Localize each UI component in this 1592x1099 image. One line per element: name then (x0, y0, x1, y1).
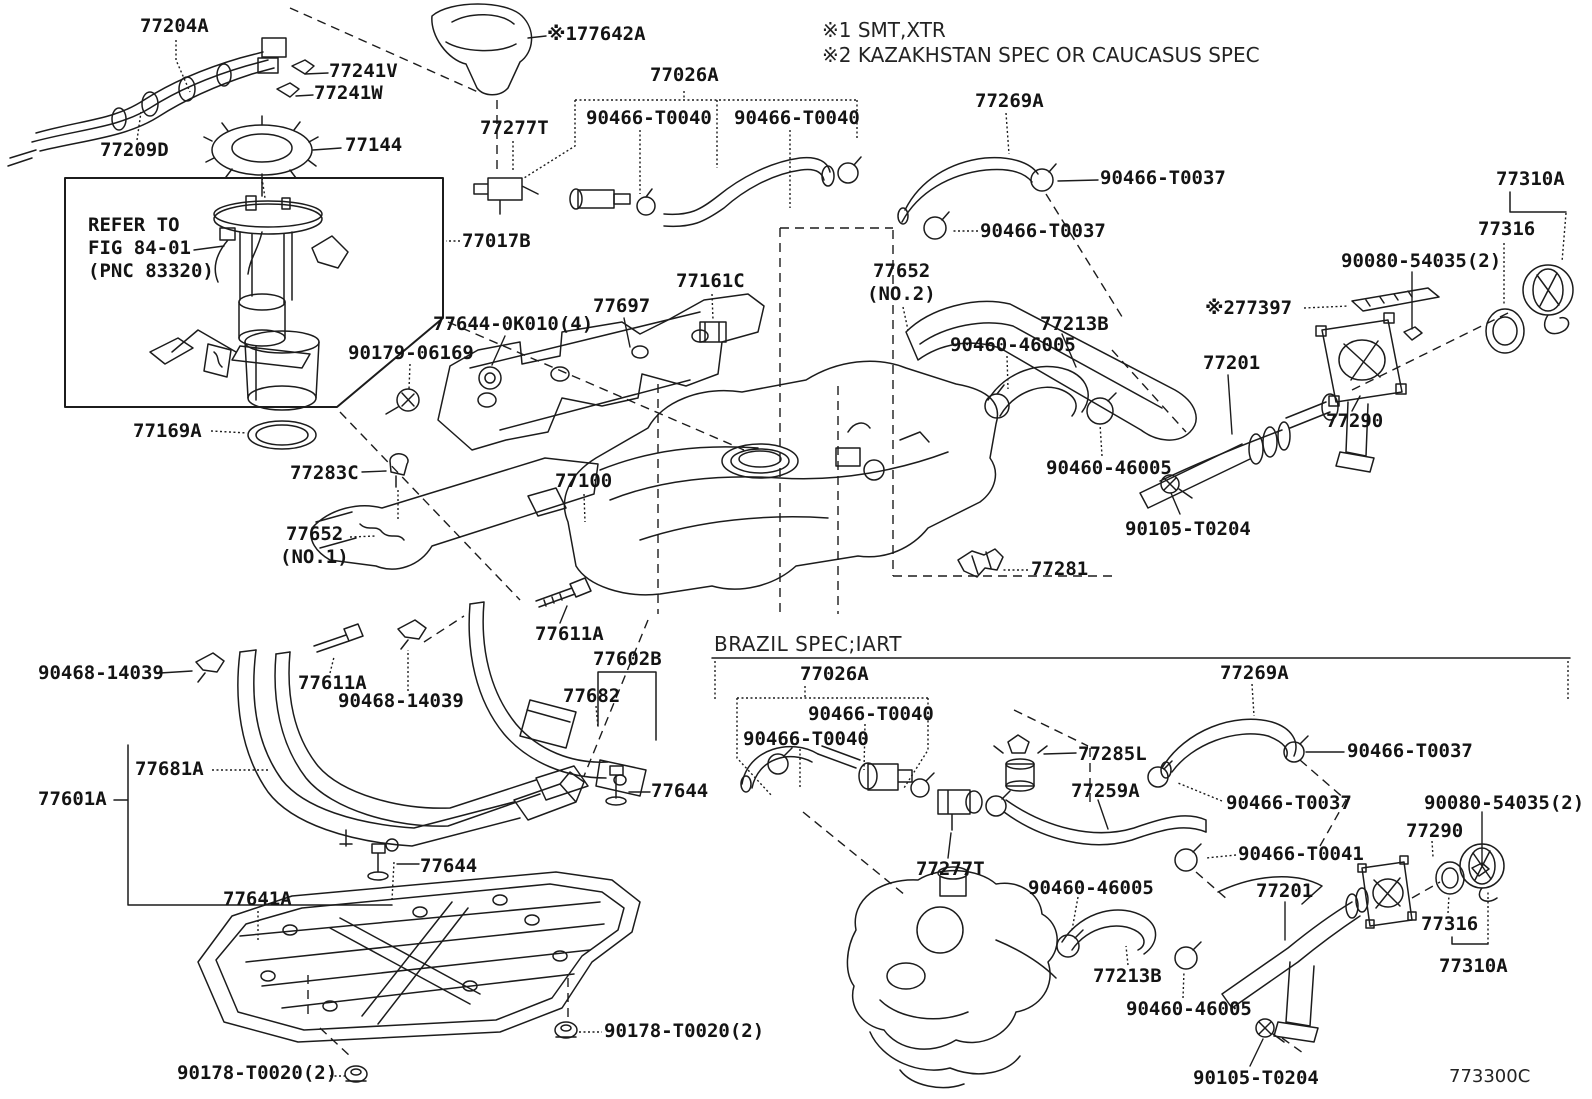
part-label-90466t0040[interactable]: 90466-T0040 (743, 728, 869, 750)
inset-reference-note: REFER TO FIG 84-01 (PNC 83320) (88, 214, 214, 282)
part-label-77259a[interactable]: 77259A (1071, 780, 1140, 802)
part-label-90178t00202[interactable]: 90178-T0020(2) (177, 1062, 338, 1084)
part-label-77697[interactable]: 77697 (593, 295, 651, 317)
part-label-77277t[interactable]: 77277T (916, 858, 985, 880)
part-label-9046814039[interactable]: 90468-14039 (38, 662, 164, 684)
part-label-77602b[interactable]: 77602B (593, 648, 662, 670)
brazil-spec-section-title: BRAZIL SPEC;IART (714, 632, 902, 656)
part-label-77290[interactable]: 77290 (1406, 820, 1464, 842)
part-label-90466t0041[interactable]: 90466-T0041 (1238, 843, 1364, 865)
part-label-90105t0204[interactable]: 90105-T0204 (1125, 518, 1251, 540)
part-label-77241v[interactable]: 77241V (329, 60, 398, 82)
part-label-suffix-no1: (NO.1) (280, 546, 349, 568)
part-label-9046046005[interactable]: 90460-46005 (1126, 998, 1252, 1020)
part-label-90466t0040[interactable]: 90466-T0040 (808, 703, 934, 725)
note-smt-xtr: ※1 SMT,XTR (822, 18, 946, 42)
part-label-9046814039[interactable]: 90468-14039 (338, 690, 464, 712)
part-label-77269a[interactable]: 77269A (975, 90, 1044, 112)
part-label-77017b[interactable]: 77017B (462, 230, 531, 252)
part-label-77316[interactable]: 77316 (1478, 218, 1536, 240)
figure-code: 773300C (1449, 1066, 1531, 1087)
part-label-77161c[interactable]: 77161C (676, 270, 745, 292)
part-label-77641a[interactable]: 77641A (223, 888, 292, 910)
part-label-77201[interactable]: 77201 (1203, 352, 1261, 374)
part-label-77209d[interactable]: 77209D (100, 139, 169, 161)
part-label-776440k0104[interactable]: 77644-0K010(4) (433, 313, 594, 335)
part-label-90466t0037[interactable]: 90466-T0037 (1100, 167, 1226, 189)
part-label-77100[interactable]: 77100 (555, 470, 613, 492)
part-label-90080540352[interactable]: 90080-54035(2) (1341, 250, 1502, 272)
part-label-277397[interactable]: ※277397 (1205, 297, 1293, 319)
part-label-90466t0037[interactable]: 90466-T0037 (1347, 740, 1473, 762)
part-label-90178t00202[interactable]: 90178-T0020(2) (604, 1020, 765, 1042)
part-label-9017906169[interactable]: 90179-06169 (348, 342, 474, 364)
note-kazakhstan-spec: ※2 KAZAKHSTAN SPEC OR CAUCASUS SPEC (822, 43, 1260, 67)
part-label-77241w[interactable]: 77241W (314, 82, 383, 104)
part-label-177642a[interactable]: ※177642A (547, 23, 646, 45)
part-label-90080540352[interactable]: 90080-54035(2) (1424, 792, 1585, 814)
part-label-77281[interactable]: 77281 (1031, 558, 1089, 580)
part-label-77169a[interactable]: 77169A (133, 420, 202, 442)
part-label-77652[interactable]: 77652 (286, 523, 344, 545)
part-label-77316[interactable]: 77316 (1421, 913, 1479, 935)
part-label-77290[interactable]: 77290 (1326, 410, 1384, 432)
part-label-77269a[interactable]: 77269A (1220, 662, 1289, 684)
part-label-77285l[interactable]: 77285L (1078, 743, 1147, 765)
part-label-77310a[interactable]: 77310A (1439, 955, 1508, 977)
part-label-77652[interactable]: 77652 (873, 260, 931, 282)
part-label-9046046005[interactable]: 90460-46005 (950, 334, 1076, 356)
part-label-77681a[interactable]: 77681A (135, 758, 204, 780)
part-label-77201[interactable]: 77201 (1256, 880, 1314, 902)
part-label-77310a[interactable]: 77310A (1496, 168, 1565, 190)
part-label-77644[interactable]: 77644 (651, 780, 709, 802)
part-label-90105t0204[interactable]: 90105-T0204 (1193, 1067, 1319, 1089)
part-label-77026a[interactable]: 77026A (650, 64, 719, 86)
part-label-90466t0040[interactable]: 90466-T0040 (734, 107, 860, 129)
part-label-77026a[interactable]: 77026A (800, 663, 869, 685)
part-label-77213b[interactable]: 77213B (1093, 965, 1162, 987)
part-label-77283c[interactable]: 77283C (290, 462, 359, 484)
part-label-77601a[interactable]: 77601A (38, 788, 107, 810)
part-label-90466t0037[interactable]: 90466-T0037 (1226, 792, 1352, 814)
part-label-9046046005[interactable]: 90460-46005 (1046, 457, 1172, 479)
part-label-77213b[interactable]: 77213B (1040, 313, 1109, 335)
part-label-9046046005[interactable]: 90460-46005 (1028, 877, 1154, 899)
part-label-77204a[interactable]: 77204A (140, 15, 209, 37)
part-label-77682[interactable]: 77682 (563, 685, 621, 707)
part-label-77144[interactable]: 77144 (345, 134, 403, 156)
part-label-77611a[interactable]: 77611A (535, 623, 604, 645)
part-label-77611a[interactable]: 77611A (298, 672, 367, 694)
part-label-90466t0040[interactable]: 90466-T0040 (586, 107, 712, 129)
part-label-90466t0037[interactable]: 90466-T0037 (980, 220, 1106, 242)
part-label-suffix-no2: (NO.2) (867, 283, 936, 305)
part-label-77644[interactable]: 77644 (420, 855, 478, 877)
part-label-77277t[interactable]: 77277T (480, 117, 549, 139)
